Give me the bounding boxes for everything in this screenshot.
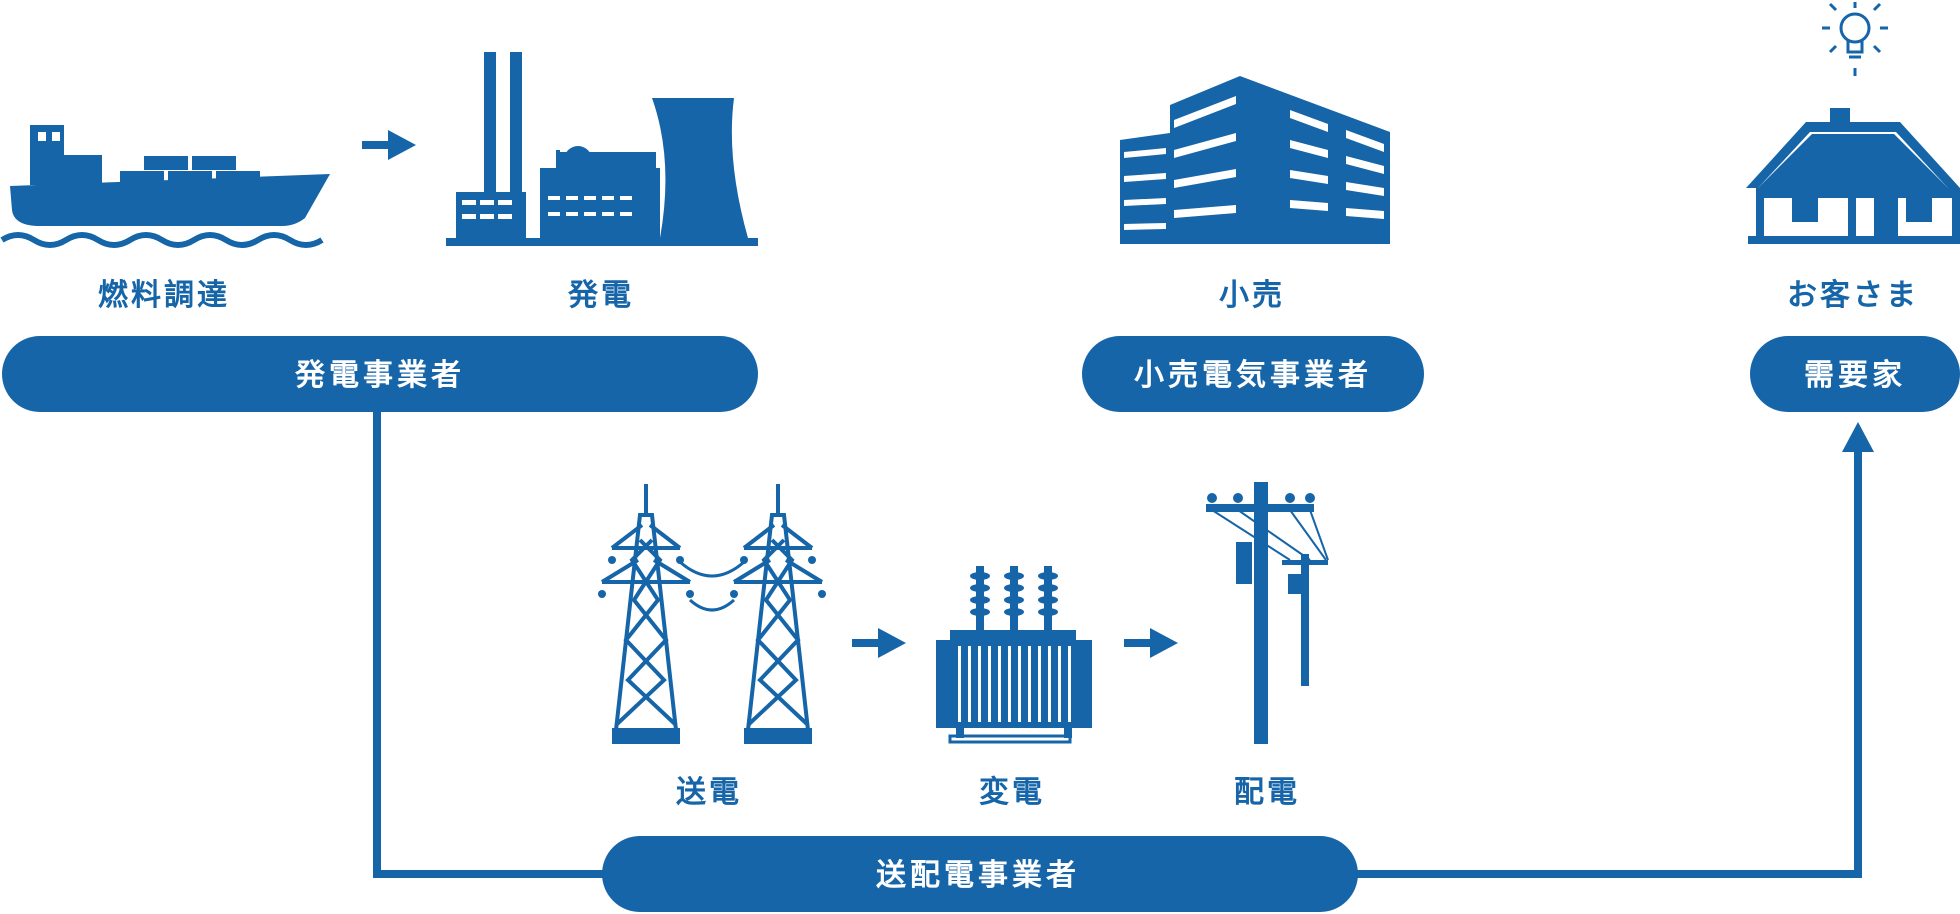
- flow-arrow-icon: [852, 628, 906, 658]
- step-label-retail: 小売: [1219, 278, 1285, 313]
- step-label-fuel: 燃料調達: [98, 278, 230, 313]
- group-pill-transmission-distribution-business: 送配電事業者: [602, 836, 1358, 912]
- step-label-distribution: 配電: [1234, 775, 1300, 810]
- light-bulb-icon: [1822, 2, 1888, 76]
- group-pill-generation-business: 発電事業者: [2, 336, 758, 412]
- group-label-consumer: 需要家: [1804, 358, 1906, 393]
- transmission-tower-icon: [600, 484, 824, 732]
- group-pill-retail-business: 小売電気事業者: [1082, 336, 1424, 412]
- group-label-retail-business: 小売電気事業者: [1134, 358, 1372, 393]
- cargo-ship-icon: [0, 125, 330, 248]
- utility-pole-icon: [1206, 482, 1329, 744]
- transmission-tower-icon: [598, 556, 826, 744]
- group-pill-consumer: 需要家: [1750, 336, 1960, 412]
- group-label-transmission-distribution-business: 送配電事業者: [876, 858, 1080, 893]
- step-label-transmission: 送電: [676, 775, 742, 810]
- power-plant-icon: [446, 52, 758, 246]
- house-icon: [1746, 108, 1960, 244]
- flow-arrow-icon: [362, 130, 416, 160]
- flow-connector: [373, 412, 1874, 878]
- transformer-icon: [936, 566, 1092, 744]
- step-label-generation: 発電: [567, 278, 634, 313]
- flow-arrow-icon: [1124, 628, 1178, 658]
- step-label-customer: お客さま: [1787, 278, 1919, 313]
- group-label-generation-business: 発電事業者: [294, 358, 465, 393]
- office-building-icon: [1120, 76, 1390, 244]
- step-label-transformation: 変電: [979, 775, 1045, 810]
